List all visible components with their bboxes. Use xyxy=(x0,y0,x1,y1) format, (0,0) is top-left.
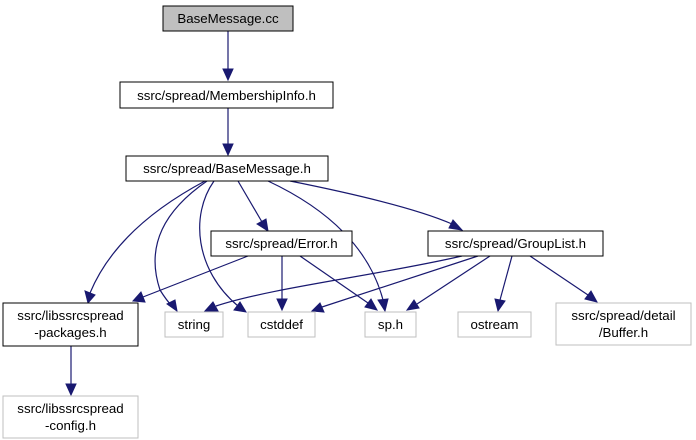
node-label-line-1: ssrc/libssrcspread xyxy=(17,308,123,323)
edge-membershipinfo-h-to-basemessage-h xyxy=(222,108,234,157)
node-label: cstddef xyxy=(260,317,303,332)
node-string[interactable]: string xyxy=(164,311,224,338)
edge-basemessage-h-to-string xyxy=(154,180,208,313)
edge-grouplist-h-to-ostream xyxy=(494,255,513,313)
node-label-line-2: /Buffer.h xyxy=(599,325,648,340)
edge-grouplist-h-to-buffer-h xyxy=(529,255,598,303)
edge-basemessage-h-to-error-h xyxy=(237,180,269,233)
node-membershipinfo-h[interactable]: ssrc/spread/MembershipInfo.h xyxy=(119,81,334,109)
node-packages-h[interactable]: ssrc/libssrcspread -packages.h xyxy=(2,302,139,347)
node-label: BaseMessage.cc xyxy=(177,11,279,26)
edge-basemessage-h-to-cstddef xyxy=(199,180,247,313)
edge-error-h-to-packages-h xyxy=(131,255,249,303)
edge-basemessage-h-to-packages-h xyxy=(84,180,206,305)
node-ostream[interactable]: ostream xyxy=(457,311,532,338)
node-buffer-h[interactable]: ssrc/spread/detail /Buffer.h xyxy=(555,302,692,346)
node-grouplist-h[interactable]: ssrc/spread/GroupList.h xyxy=(427,230,604,257)
edge-grouplist-h-to-cstddef xyxy=(310,255,479,313)
node-label: sp.h xyxy=(378,317,403,332)
node-label-line-1: ssrc/libssrcspread xyxy=(17,401,123,416)
node-basemessage-cc[interactable]: BaseMessage.cc xyxy=(162,5,294,32)
node-error-h[interactable]: ssrc/spread/Error.h xyxy=(210,230,353,257)
node-sp-h[interactable]: sp.h xyxy=(364,311,417,338)
node-basemessage-h[interactable]: ssrc/spread/BaseMessage.h xyxy=(125,155,329,182)
node-label: string xyxy=(178,317,211,332)
edge-basemessage-h-to-grouplist-h xyxy=(289,180,464,231)
node-label-line-1: ssrc/spread/detail xyxy=(571,308,675,323)
edge-error-h-to-cstddef xyxy=(276,256,288,312)
edge-basemessage-cc-to-membershipinfo-h xyxy=(222,31,234,82)
node-label-line-2: -config.h xyxy=(45,418,96,433)
node-label: ssrc/spread/BaseMessage.h xyxy=(143,161,311,176)
edge-grouplist-h-to-sp-h xyxy=(405,255,491,311)
node-cstddef[interactable]: cstddef xyxy=(247,311,316,338)
edge-packages-h-to-config-h xyxy=(65,346,77,397)
node-label: ssrc/spread/MembershipInfo.h xyxy=(137,88,316,103)
node-config-h[interactable]: ssrc/libssrcspread -config.h xyxy=(2,395,139,439)
node-label: ssrc/spread/Error.h xyxy=(225,236,337,251)
node-label-line-2: -packages.h xyxy=(34,325,106,340)
node-label: ssrc/spread/GroupList.h xyxy=(445,236,586,251)
node-label: ostream xyxy=(470,317,518,332)
edge-grouplist-h-to-string xyxy=(203,255,463,312)
